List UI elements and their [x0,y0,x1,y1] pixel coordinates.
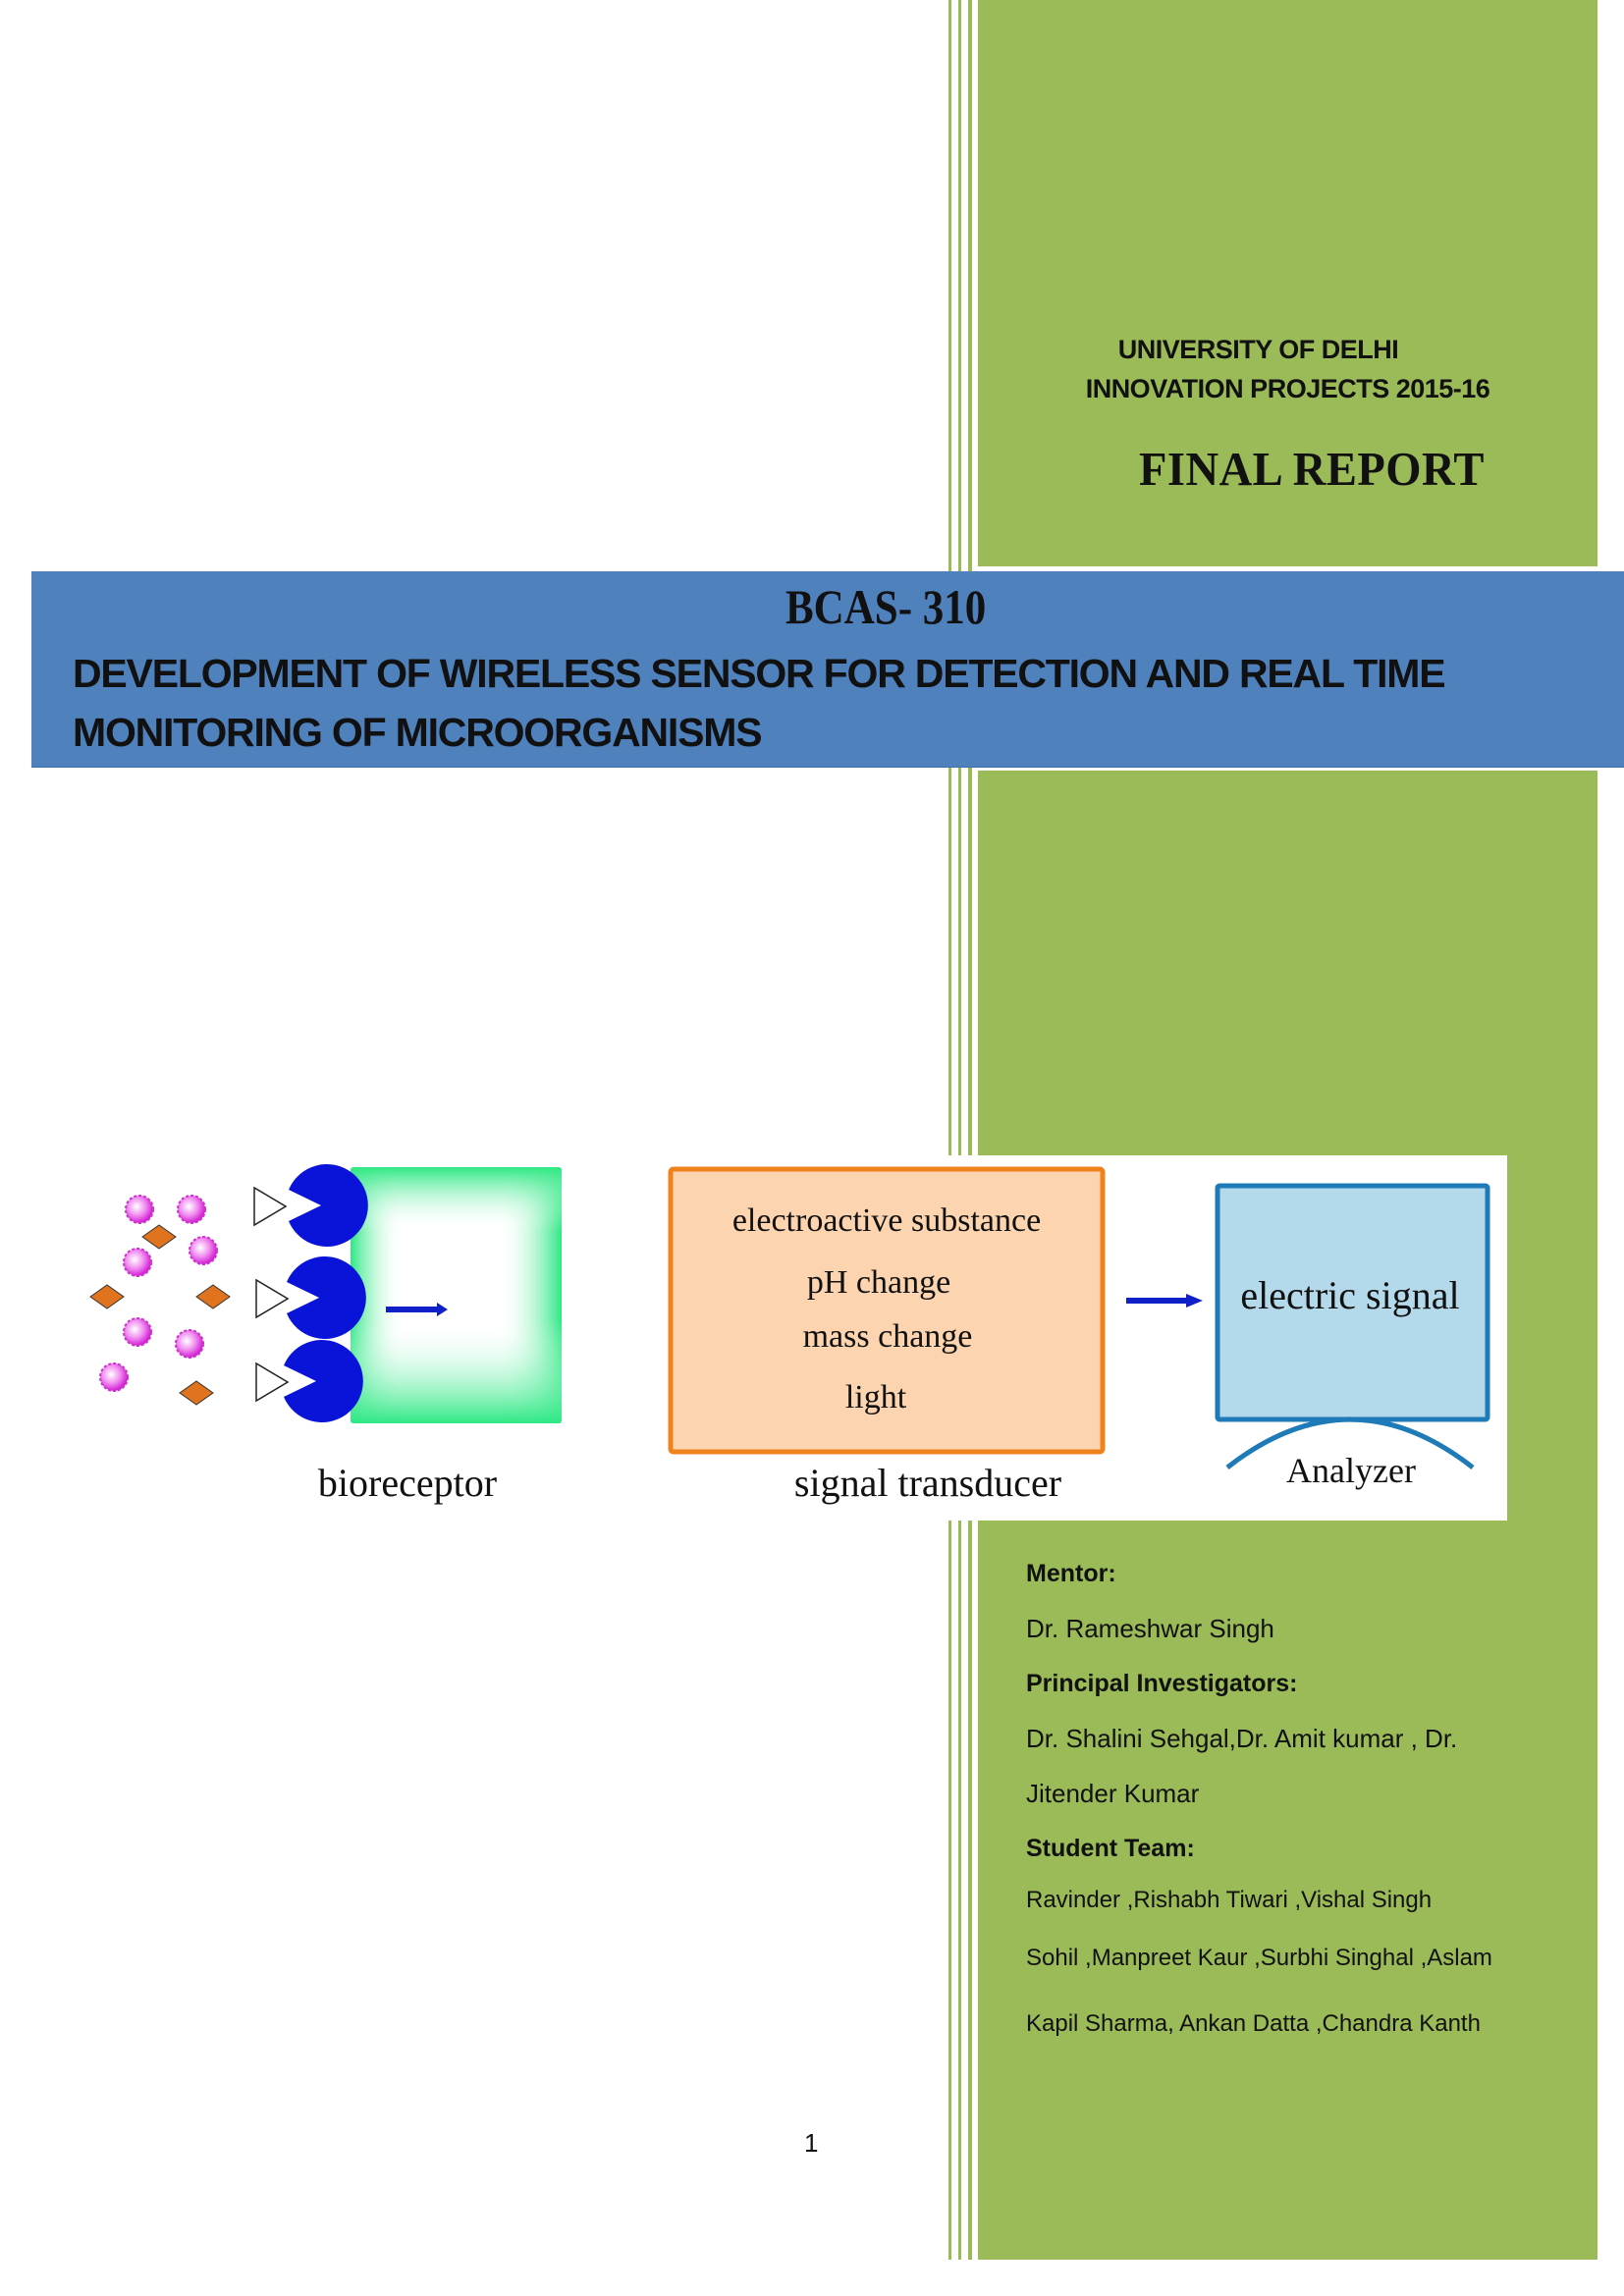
analyzer-output: electric signal [1240,1273,1459,1317]
microorganism-group [99,1195,218,1392]
team-line: Kapil Sharma, Ankan Datta ,Chandra Kanth [1026,2010,1481,2037]
decorative-rule [948,0,951,2260]
arrow-right-icon [1126,1294,1203,1308]
arrow-right-icon [386,1303,448,1316]
team-line: Ravinder ,Rishabh Tiwari ,Vishal Singh [1026,1887,1433,1913]
microorganism-sphere [99,1362,129,1392]
institution-block: UNIVERSITY OF DELHI INNOVATION PROJECTS … [978,330,1597,408]
green-side-panel-top [978,0,1597,566]
project-title: DEVELOPMENT OF WIRELESS SENSOR FOR DETEC… [73,644,1604,762]
triangle-icon [253,1186,288,1227]
analyzer-stand [1225,1416,1475,1469]
project-title-line-2: MONITORING OF MICROORGANISMS [73,710,763,755]
project-title-line-1: DEVELOPMENT OF WIRELESS SENSOR FOR DETEC… [73,651,1446,696]
analyte-group [89,1224,231,1406]
bioreceptor-substrate [351,1167,562,1423]
transducer-item: electroactive substance [732,1202,1041,1239]
microorganism-sphere [123,1248,152,1277]
bioreceptor-shape [284,1340,363,1422]
stage-label-bioreceptor: bioreceptor [318,1461,497,1505]
bioreceptor-shape [289,1164,368,1247]
biosensor-diagram: electroactive substance pH change mass c… [79,1155,1507,1521]
triangle-icon [255,1362,290,1403]
microorganism-sphere [125,1195,154,1224]
bioreceptor-shape [287,1256,366,1339]
mentor-heading: Mentor: [1026,1560,1116,1587]
team-line: Sohil ,Manpreet Kaur ,Surbhi Singhal ,As… [1026,1945,1492,1971]
stage-label-analyzer: Analyzer [1286,1451,1416,1490]
analyte-diamond [195,1284,231,1309]
stage-label-transducer: signal transducer [794,1461,1061,1505]
biosensor-diagram-svg: electroactive substance pH change mass c… [89,1164,1490,1505]
target-triangles [253,1186,290,1403]
decorative-rule [968,0,972,2260]
pi-heading: Principal Investigators: [1026,1670,1298,1697]
institution-name: UNIVERSITY OF DELHI [1117,335,1399,364]
analyte-diamond [179,1380,214,1406]
transducer-item: mass change [803,1318,973,1355]
page-number: 1 [804,2128,819,2158]
analyte-diamond [89,1284,125,1309]
decorative-rule [958,0,961,2260]
microorganism-sphere [123,1317,152,1347]
transducer-item: light [845,1379,907,1415]
transducer-item: pH change [807,1264,950,1301]
title-band [31,571,1624,768]
microorganism-sphere [177,1195,206,1224]
microorganism-sphere [189,1236,218,1265]
pi-names-line-2: Jitender Kumar [1026,1779,1200,1808]
transducer-box [668,1166,1106,1455]
mentor-name: Dr. Rameshwar Singh [1026,1614,1274,1643]
team-heading: Student Team: [1026,1835,1195,1862]
analyte-diamond [141,1224,177,1250]
triangle-icon [255,1278,290,1319]
report-type: FINAL REPORT [1139,442,1485,496]
credits-block: Mentor: Dr. Rameshwar Singh Principal In… [1026,1546,1596,2056]
project-code: BCAS- 310 [785,579,987,634]
program-name: INNOVATION PROJECTS 2015-16 [1085,374,1490,403]
microorganism-sphere [175,1329,204,1359]
bioreceptor-group [284,1164,368,1422]
pi-names-line-1: Dr. Shalini Sehgal,Dr. Amit kumar , Dr. [1026,1724,1458,1753]
